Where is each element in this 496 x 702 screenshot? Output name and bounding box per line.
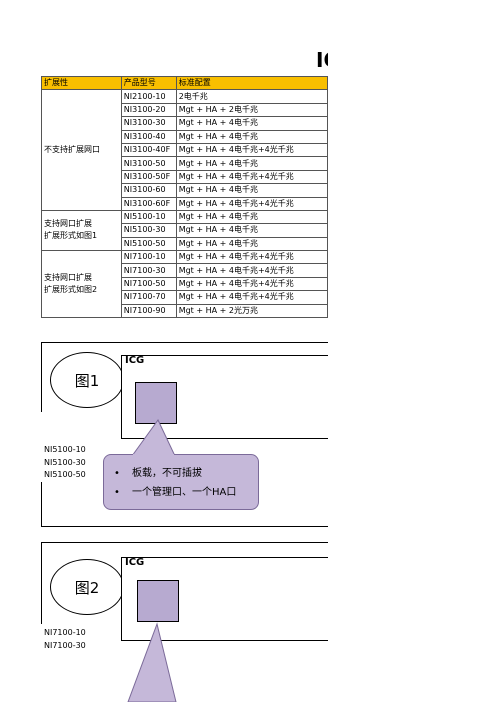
figure2-frame-left — [41, 542, 42, 624]
figure1-model: NI5100-30 — [44, 457, 86, 467]
figure1-models: NI5100-10 NI5100-30 NI5100-50 — [44, 444, 86, 482]
figure2-callout-pointer — [127, 622, 177, 702]
callout-item-text: 一个管理口、一个HA口 — [132, 487, 237, 498]
figure1-frame-left-top — [41, 342, 42, 412]
figure2-icg-label: ICG — [125, 557, 145, 568]
figure1-callout: • 板载，不可插拔 • 一个管理口、一个HA口 — [103, 454, 259, 510]
figure2-models: NI7100-10 NI7100-30 — [44, 627, 86, 652]
config-cell: 2电千兆 — [175, 89, 328, 104]
figure1-module — [135, 382, 177, 424]
figure2-model: NI7100-30 — [44, 640, 86, 650]
callout-item: • 板载，不可插拔 — [114, 464, 236, 483]
page-title: IC — [316, 48, 328, 72]
group-label-line: 扩展形式如图1 — [44, 231, 98, 241]
config-cell: Mgt + HA + 2光万兆 — [175, 303, 328, 319]
figure2-oval: 图2 — [50, 559, 124, 615]
table-header-row: 扩展性 产品型号 标准配置 — [41, 75, 328, 91]
figure2-frame-top — [41, 542, 328, 543]
group-label-line: 不支持扩展网口 — [44, 145, 100, 155]
header-config: 标准配置 — [175, 75, 328, 91]
figure1-model: NI5100-50 — [44, 470, 86, 479]
figure2-model: NI7100-10 — [44, 628, 86, 637]
bullet-icon: • — [114, 468, 120, 479]
sheet-viewport: IC 扩展性 产品型号 标准配置 不支持扩展网口NI2100-102电千兆NI3… — [0, 0, 328, 702]
figure2-module — [137, 580, 179, 622]
config-cell: Mgt + HA + 2电千兆 — [175, 102, 328, 118]
header-model: 产品型号 — [120, 75, 177, 91]
figure2-label: 图2 — [74, 578, 100, 597]
group-label-line: 扩展形式如图2 — [44, 285, 98, 295]
header-expandability: 扩展性 — [41, 75, 122, 91]
figure1-icg-label: ICG — [125, 355, 145, 366]
group-label: 支持网口扩展扩展形式如图1 — [41, 209, 122, 252]
group-label: 支持网口扩展扩展形式如图2 — [41, 250, 122, 319]
callout-item: • 一个管理口、一个HA口 — [114, 483, 236, 502]
figure1-callout-pointer-join — [0, 0, 328, 702]
callout-item-text: 板载，不可插拔 — [132, 468, 202, 479]
group-label-line: 支持网口扩展 — [44, 219, 92, 229]
figure1-frame-bottom — [41, 526, 328, 527]
figure1-frame-left-bottom — [41, 482, 42, 526]
bullet-icon: • — [114, 487, 120, 498]
figure1-model: NI5100-10 — [44, 445, 86, 454]
figure1-label: 图1 — [74, 371, 100, 390]
group-label-line: 支持网口扩展 — [44, 273, 92, 283]
figure1-frame-top — [41, 342, 328, 343]
